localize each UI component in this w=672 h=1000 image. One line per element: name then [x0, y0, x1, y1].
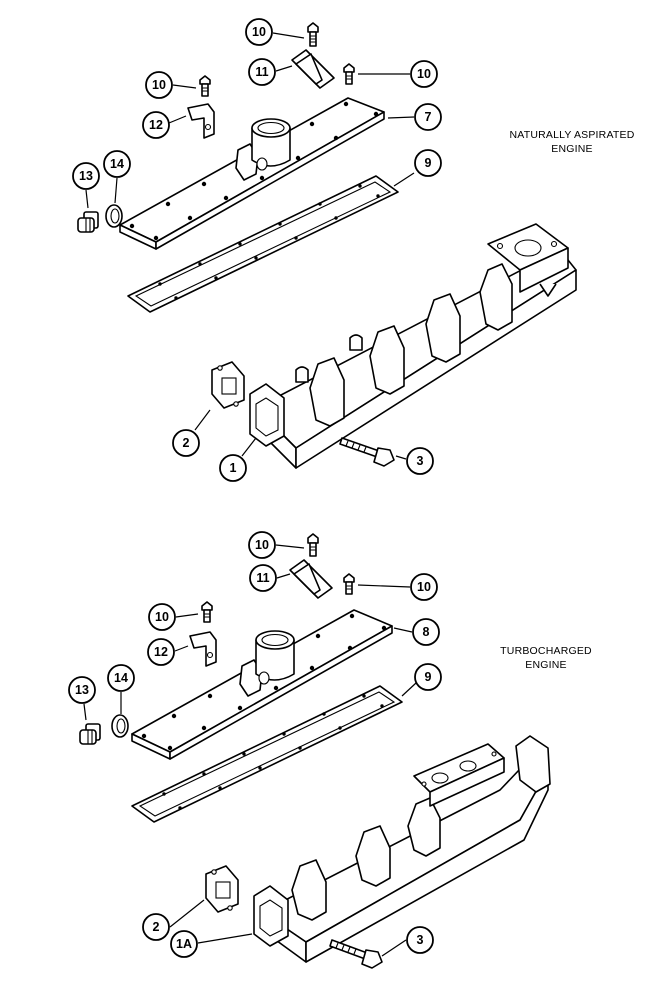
svg-text:1: 1 — [230, 461, 237, 475]
svg-text:13: 13 — [75, 683, 89, 697]
callout-9: 9 — [414, 149, 442, 177]
callout-14: 14 — [107, 664, 135, 692]
manifold-bolt — [329, 939, 383, 969]
svg-text:13: 13 — [79, 169, 93, 183]
leaders-section-2 — [83, 544, 417, 957]
callout-7: 7 — [414, 103, 442, 131]
callout-10-left: 10 — [145, 71, 173, 99]
caption-line-1: TURBOCHARGED — [500, 645, 592, 657]
svg-text:10: 10 — [255, 538, 269, 552]
callout-8: 8 — [412, 618, 440, 646]
section-turbocharged: TURBOCHARGED ENGINE — [68, 531, 592, 969]
bracket — [289, 559, 333, 599]
callout-11: 11 — [248, 58, 276, 86]
svg-text:10: 10 — [252, 25, 266, 39]
svg-text:10: 10 — [152, 78, 166, 92]
svg-text:2: 2 — [183, 436, 190, 450]
caption-line-2: ENGINE — [525, 659, 566, 671]
manifold — [253, 735, 551, 963]
svg-text:11: 11 — [256, 571, 269, 585]
caption-line-2: ENGINE — [551, 143, 592, 155]
callout-13: 13 — [72, 162, 100, 190]
washer — [105, 204, 123, 228]
svg-text:11: 11 — [255, 65, 268, 79]
svg-text:9: 9 — [425, 670, 432, 684]
svg-text:7: 7 — [425, 110, 432, 124]
svg-text:10: 10 — [417, 580, 431, 594]
caption-line-1: NATURALLY ASPIRATED — [510, 129, 635, 141]
svg-text:3: 3 — [417, 933, 424, 947]
plug — [79, 723, 101, 745]
callout-3: 3 — [406, 926, 434, 954]
callout-10-left: 10 — [148, 603, 176, 631]
leaders-section-1 — [85, 32, 415, 460]
svg-text:10: 10 — [417, 67, 431, 81]
callout-12: 12 — [142, 111, 170, 139]
valve-cover — [119, 97, 385, 250]
callout-11: 11 — [249, 564, 277, 592]
manifold — [249, 223, 577, 469]
gasket — [127, 175, 399, 313]
bolt-clip — [199, 75, 211, 97]
svg-text:12: 12 — [149, 118, 163, 132]
bolt-top — [307, 533, 319, 557]
svg-text:14: 14 — [114, 671, 128, 685]
gasket — [131, 685, 403, 823]
bolt-bracket — [343, 63, 355, 85]
section-naturally-aspirated: NATURALLY ASPIRATED ENGINE — [72, 18, 635, 482]
bolt-clip — [201, 601, 213, 623]
washer — [111, 714, 129, 738]
plug — [77, 211, 99, 233]
flange-gasket — [211, 361, 245, 409]
svg-text:14: 14 — [110, 157, 124, 171]
svg-text:9: 9 — [425, 156, 432, 170]
manifold-bolt — [339, 437, 395, 467]
svg-text:1A: 1A — [176, 937, 192, 951]
callout-10-right: 10 — [410, 60, 438, 88]
bolt-bracket — [343, 573, 355, 595]
callout-10-top: 10 — [248, 531, 276, 559]
svg-text:3: 3 — [417, 454, 424, 468]
callout-14: 14 — [103, 150, 131, 178]
callout-3: 3 — [406, 447, 434, 475]
callout-2: 2 — [172, 429, 200, 457]
callout-10-top: 10 — [245, 18, 273, 46]
callout-12: 12 — [147, 638, 175, 666]
callout-2: 2 — [142, 913, 170, 941]
svg-text:8: 8 — [423, 625, 430, 639]
clip — [189, 631, 217, 667]
callout-13: 13 — [68, 676, 96, 704]
clip — [187, 103, 215, 139]
callout-1: 1 — [219, 454, 247, 482]
svg-text:10: 10 — [155, 610, 169, 624]
bracket — [291, 49, 335, 89]
svg-text:12: 12 — [154, 645, 168, 659]
callout-1a: 1A — [170, 930, 198, 958]
valve-cover — [131, 609, 393, 760]
callout-10-right: 10 — [410, 573, 438, 601]
flange-gasket — [205, 865, 239, 913]
callout-9: 9 — [414, 663, 442, 691]
svg-text:2: 2 — [153, 920, 160, 934]
bolt-top — [307, 22, 319, 47]
